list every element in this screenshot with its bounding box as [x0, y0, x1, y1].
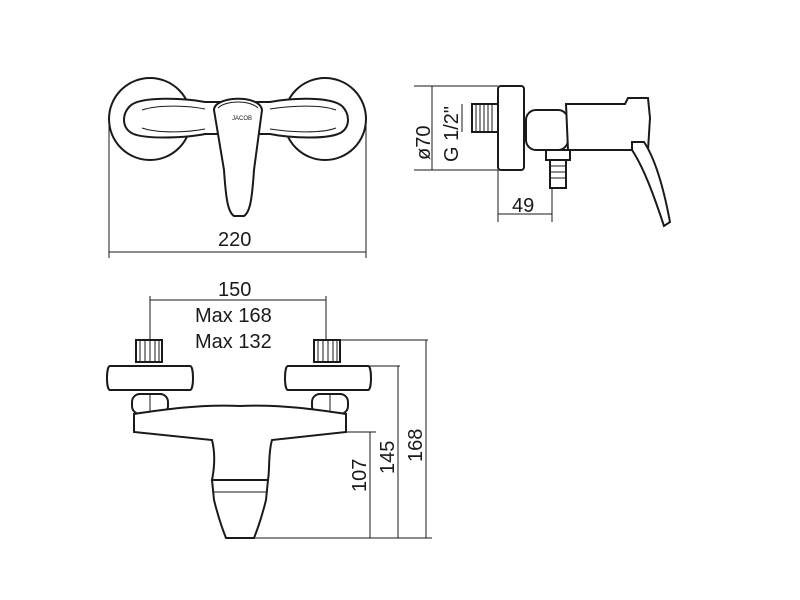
side-rosette [497, 85, 525, 171]
side-nut [525, 109, 569, 151]
bottom-body [133, 404, 347, 481]
dim-height-top: 168 [405, 429, 427, 462]
dim-thread: G 1/2" [441, 106, 463, 162]
dim-height-mid: 145 [377, 441, 399, 474]
dim-center-min: Max 132 [195, 331, 272, 353]
side-lever [631, 141, 672, 228]
right-bottom-rosette [284, 365, 372, 391]
dim-diameter: ø70 [413, 126, 435, 160]
bottom-outlet [210, 479, 270, 539]
front-view: JACOB 220 [108, 77, 367, 258]
dim-center-distance: 150 [218, 279, 251, 301]
left-bottom-rosette [106, 365, 194, 391]
dim-depth: 49 [512, 195, 534, 217]
front-handle-top [217, 101, 259, 109]
dim-height-outlet: 107 [349, 459, 371, 492]
dim-total-width: 220 [218, 229, 251, 251]
bottom-view: 150 Max 168 Max 132 [106, 279, 432, 539]
side-outlet [545, 149, 571, 161]
front-body-inner [141, 105, 337, 133]
front-handle [212, 97, 264, 217]
dim-center-max: Max 168 [195, 305, 272, 327]
side-view: ø70 G 1/2" 49 [413, 85, 672, 228]
side-body [564, 97, 652, 151]
brand-logo: JACOB [232, 116, 252, 122]
side-outlet-thread [549, 159, 567, 189]
